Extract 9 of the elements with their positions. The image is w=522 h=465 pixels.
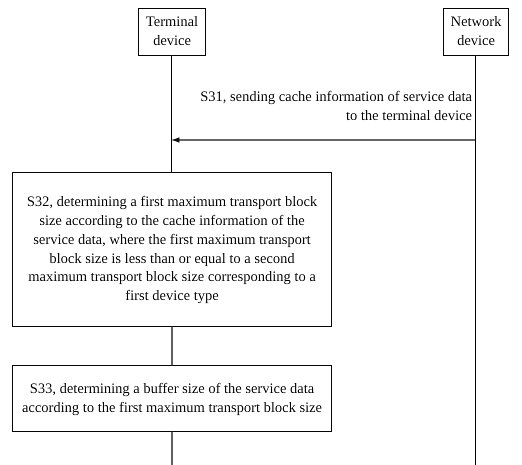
lifeline-header-box: Network device	[443, 8, 509, 56]
lifeline	[171, 56, 172, 172]
lifeline	[171, 432, 173, 465]
message-arrow	[172, 137, 475, 143]
lifeline-header-box: Terminal device	[138, 8, 206, 56]
lifeline	[171, 327, 173, 365]
process-box: S33, determining a buffer size of the service data according to the first maximum transport block size	[12, 365, 332, 432]
lifeline	[475, 56, 476, 465]
process-box: S32, determining a first maximum transport block size according to the cache information of the service data, where the first maximum transport block size is less than or equal to a second maximum transport block size corresponding to a first device type	[12, 172, 332, 327]
